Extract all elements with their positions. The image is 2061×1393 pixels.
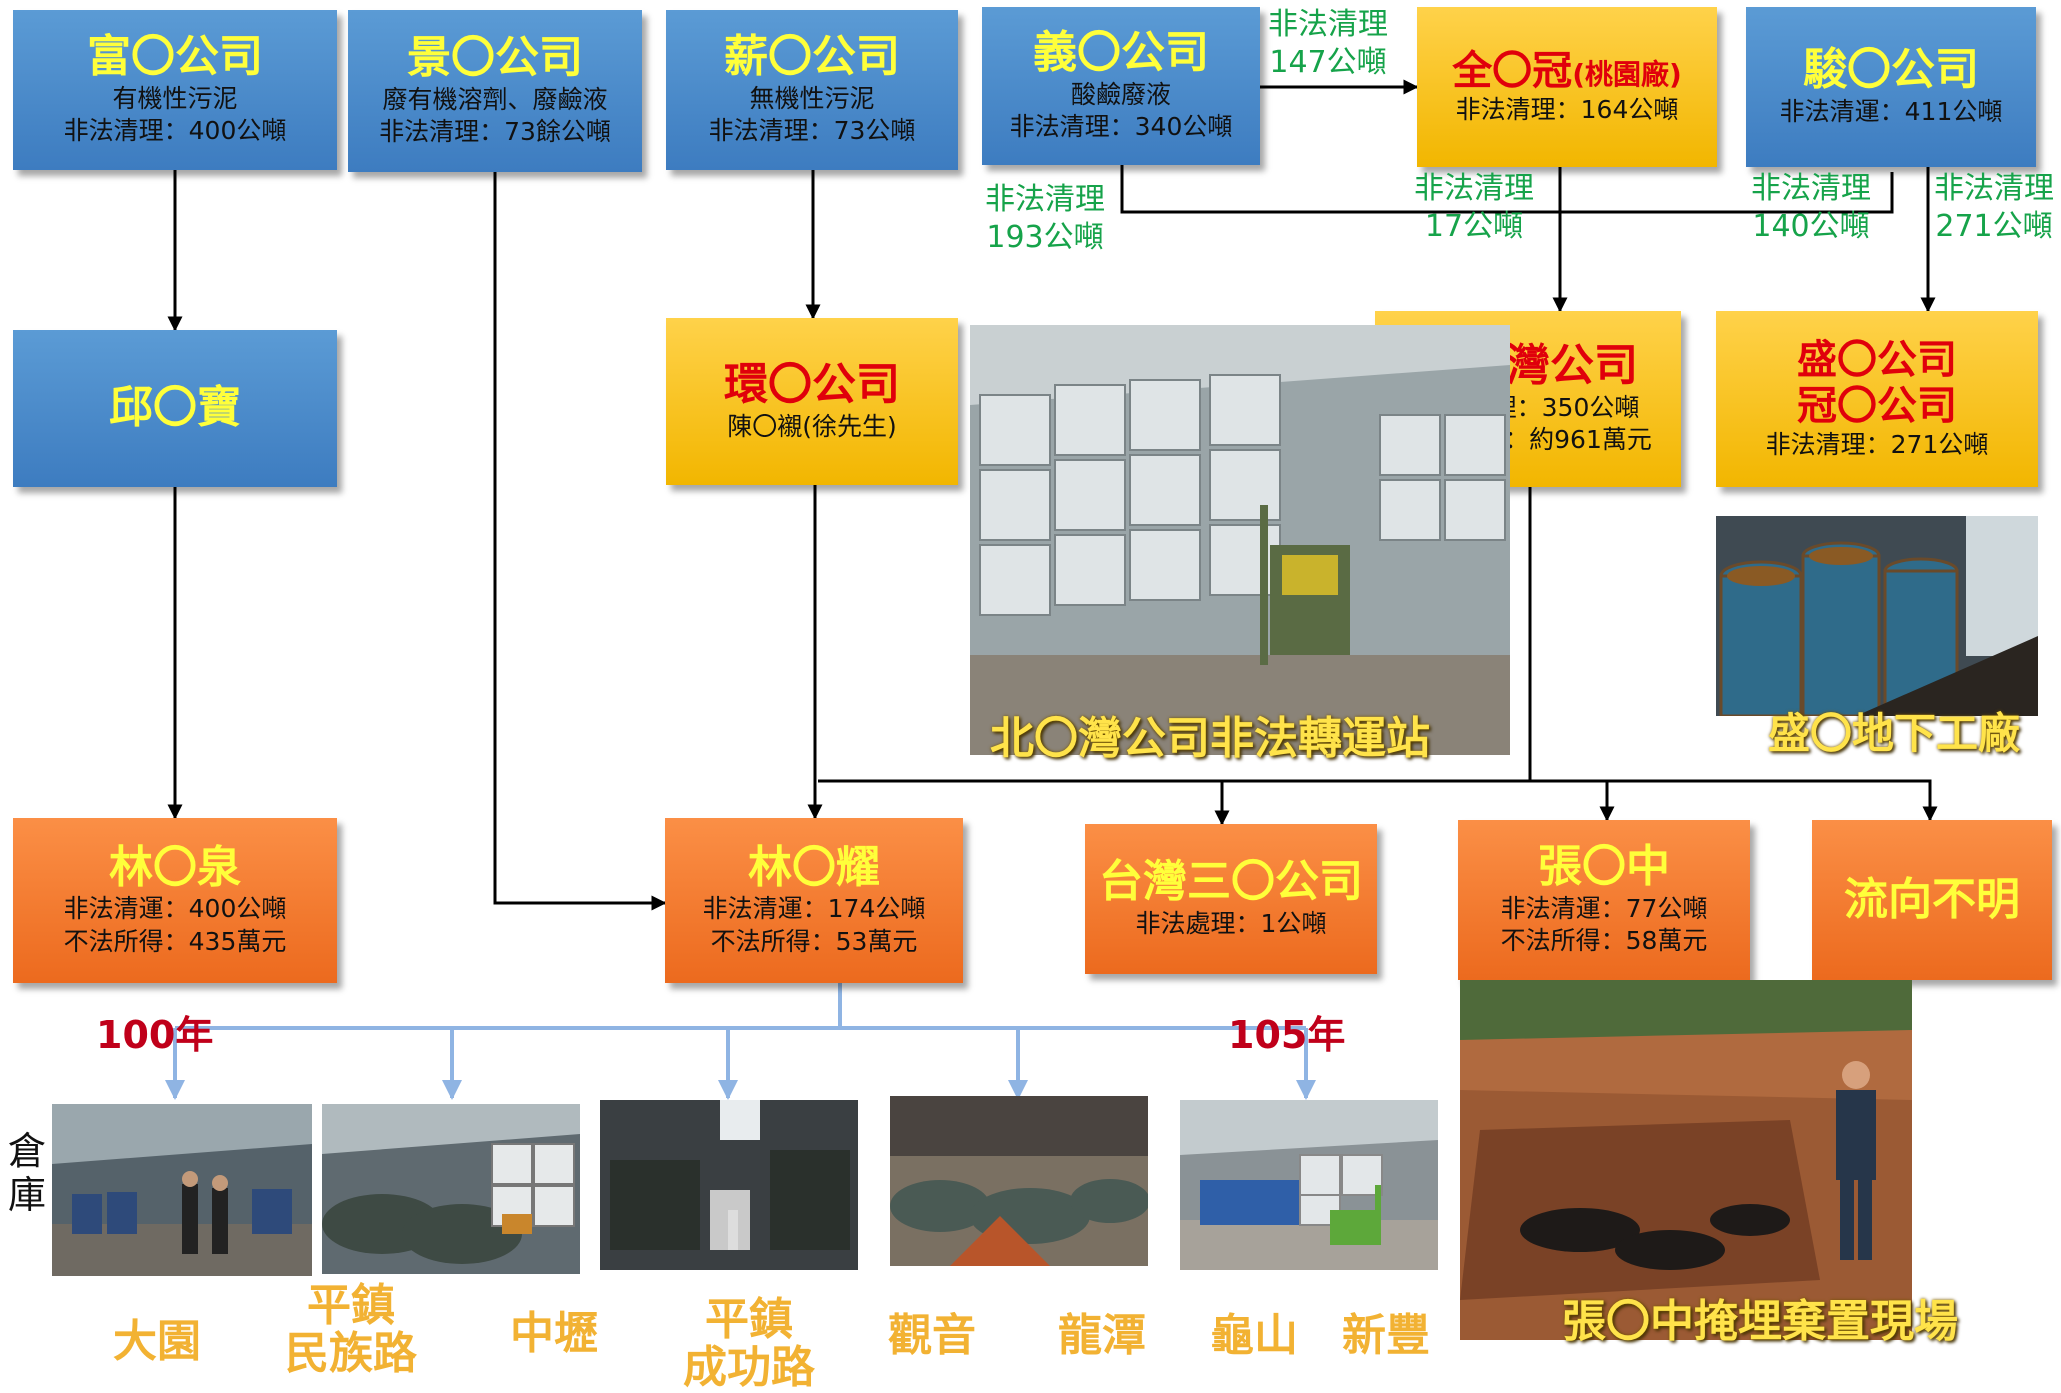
node-title: 義〇公司	[1033, 27, 1209, 79]
node-title: 環〇公司	[724, 358, 900, 410]
node-yi-company: 義〇公司 酸鹼廢液 非法清理：340公噸	[982, 7, 1260, 165]
arrow-to-unknown	[1530, 779, 1938, 822]
node-line: 非法清理：73公噸	[708, 116, 916, 146]
node-title: 盛〇公司	[1797, 336, 1957, 383]
place-pingzhen-minzu: 平鎮民族路	[285, 1280, 417, 1380]
node-line: 酸鹼廢液	[1070, 79, 1171, 109]
place-longtan: 龍潭	[1058, 1310, 1146, 1361]
place-dayuan: 大園	[113, 1316, 201, 1367]
line-yi-collector	[1120, 165, 1894, 214]
bei-station-photo	[970, 325, 1510, 755]
node-title: 張〇中	[1538, 841, 1670, 893]
node-line: 非法清理：340公噸	[1009, 112, 1233, 142]
node-line: 陳〇襯(徐先生)	[727, 411, 897, 441]
year-start: 100年	[96, 1013, 214, 1057]
node-line: 非法清運：174公噸	[702, 894, 926, 924]
place-guishan: 龜山	[1210, 1310, 1298, 1361]
place-pingzhen-chenggong: 平鎮成功路	[683, 1294, 815, 1393]
node-jing-company: 景〇公司 廢有機溶劑、廢鹼液 非法清理：73餘公噸	[348, 10, 642, 172]
node-title: 駿〇公司	[1803, 44, 1979, 96]
year-end: 105年	[1228, 1013, 1346, 1057]
node-title: 流向不明	[1844, 873, 2020, 925]
node-unknown: 流向不明	[1812, 820, 2052, 980]
node-title: 薪〇公司	[724, 31, 900, 83]
node-lin-yao: 林〇耀 非法清運：174公噸 不法所得：53萬元	[665, 818, 963, 983]
warehouse-photo-4	[890, 1096, 1148, 1266]
node-title: 邱〇寶	[109, 382, 241, 434]
zhang-site-caption: 張〇中掩埋棄置現場	[1562, 1296, 1958, 1347]
node-sheng-company: 盛〇公司 冠〇公司 非法清理：271公噸	[1716, 311, 2038, 487]
node-line: 非法清理：73餘公噸	[379, 117, 611, 147]
warehouse-photo-2	[322, 1104, 580, 1274]
node-lin-quan: 林〇泉 非法清運：400公噸 不法所得：435萬元	[13, 818, 337, 983]
node-fu-company: 富〇公司 有機性污泥 非法清理：400公噸	[13, 10, 337, 170]
warehouse-label: 倉庫	[8, 1129, 47, 1217]
node-huan-company: 環〇公司 陳〇襯(徐先生)	[666, 318, 958, 485]
node-line: 非法清運：411公噸	[1779, 97, 2003, 127]
node-title: 林〇泉	[109, 841, 241, 893]
place-zhongli: 中壢	[510, 1308, 598, 1359]
node-line: 非法清理：271公噸	[1765, 429, 1989, 459]
node-qiu: 邱〇寶	[13, 330, 337, 487]
node-line: 不法所得：58萬元	[1500, 926, 1708, 956]
node-line: 不法所得：435萬元	[63, 926, 287, 956]
node-title: 林〇耀	[748, 841, 880, 893]
sheng-factory-caption: 盛〇地下工廠	[1768, 709, 2021, 758]
node-line: 非法清運：400公噸	[63, 894, 287, 924]
node-line: 非法清理：164公噸	[1455, 94, 1679, 124]
node-taiwan-company: 台灣三〇公司 非法處理：1公噸	[1085, 824, 1377, 974]
node-title: 冠〇公司	[1797, 382, 1957, 429]
place-xinfeng: 新豐	[1342, 1310, 1430, 1361]
node-zhang: 張〇中 非法清運：77公噸 不法所得：58萬元	[1458, 820, 1750, 980]
node-line: 有機性污泥	[112, 83, 238, 113]
place-guanyin: 觀音	[888, 1310, 976, 1361]
node-line: 無機性污泥	[749, 83, 875, 113]
node-jun-company: 駿〇公司 非法清運：411公噸	[1746, 7, 2036, 167]
warehouse-photo-5	[1180, 1100, 1438, 1270]
node-title: 全〇冠(桃園廠)	[1452, 47, 1682, 94]
node-line: 廢有機溶劑、廢鹼液	[382, 84, 608, 114]
arrow-jing-linyao	[493, 172, 667, 911]
sheng-factory-photo	[1716, 516, 2038, 716]
node-xin-company: 薪〇公司 無機性污泥 非法清理：73公噸	[666, 10, 958, 170]
node-line: 非法清運：77公噸	[1500, 893, 1708, 923]
node-line: 非法處理：1公噸	[1135, 909, 1327, 939]
node-title: 富〇公司	[87, 31, 263, 83]
warehouse-photo-3	[600, 1100, 858, 1270]
node-title: 景〇公司	[407, 32, 583, 84]
node-line: 不法所得：53萬元	[710, 926, 918, 956]
warehouse-photo-1	[52, 1104, 312, 1276]
bei-station-caption: 北〇灣公司非法轉運站	[990, 713, 1430, 764]
node-line: 非法清理：400公噸	[63, 116, 287, 146]
zhang-site-photo	[1460, 980, 1912, 1340]
node-title: 台灣三〇公司	[1099, 856, 1363, 908]
node-quan-guan: 全〇冠(桃園廠) 非法清理：164公噸	[1417, 7, 1717, 167]
